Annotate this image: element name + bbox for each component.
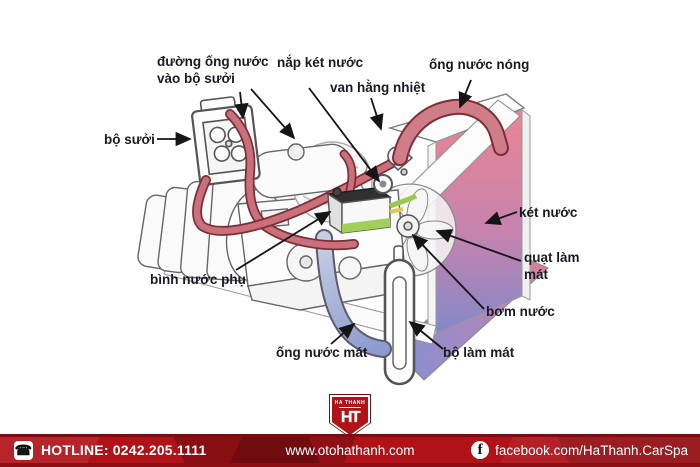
cooling-system-diagram [137,79,549,386]
label-cooler: bộ làm mát [443,345,515,360]
hotline-text: HOTLINE: 0242.205.1111 [41,442,207,458]
logo-divider [339,407,361,408]
label-radiator-cap: nắp két nước [277,55,364,70]
logo-brand-text: HA THANH [334,400,366,406]
footer-hotline: ☎ HOTLINE: 0242.205.1111 [14,440,207,460]
hathanh-logo: HA THANH HT [329,394,371,438]
label-reservoir: bình nước phụ [150,272,246,287]
annotation-arrows [157,79,522,350]
footer-website: www.otohathanh.com [285,442,415,458]
label-radiator: két nước [519,205,578,220]
cooler-shape [383,245,416,386]
label-heater-pipe: đường ống nước vào bộ sưởi [157,54,269,86]
label-thermostat: van hằng nhiệt [330,80,426,95]
label-heater: bộ sưởi [104,132,155,147]
label-cool-pipe: ống nước mát [276,345,368,360]
phone-icon: ☎ [14,440,33,460]
facebook-icon: f [471,441,490,459]
label-hot-pipe: ống nước nóng [429,57,530,72]
footer-facebook: f facebook.com/HaThanh.CarSpa [471,441,688,459]
hot-hose-shape [392,98,509,166]
facebook-text: facebook.com/HaThanh.CarSpa [495,442,688,458]
reservoir-shape [325,187,418,235]
label-fan: quạt làm mát [524,250,580,282]
label-pump: bơm nước [486,304,555,319]
footer-bar: ☎ HOTLINE: 0242.205.1111 www.otohathanh.… [0,434,700,467]
heater-hoses-shape [192,109,403,251]
logo-shield: HA THANH HT [332,397,368,435]
logo-monogram: HT [340,409,361,426]
